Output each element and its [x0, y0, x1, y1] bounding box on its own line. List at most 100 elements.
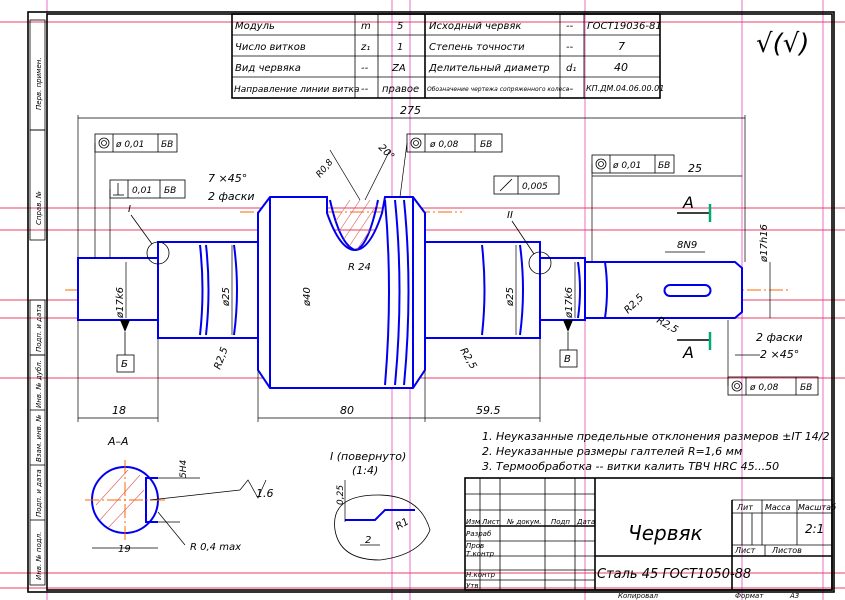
param-name: Число витков	[235, 42, 306, 53]
datum-b: Б	[121, 359, 128, 370]
tb-material: Сталь 45 ГОСТ1050-88	[597, 567, 751, 582]
dim-d-end: ø17h16	[759, 224, 770, 263]
param-sym: --	[361, 84, 369, 95]
param-val2: КП.ДМ.04.06.00.01	[586, 84, 664, 93]
tolerance-frames: ø 0,01 БВ 0,01 БВ ø 0,08 БВ 0,005 ø 0,01…	[94, 133, 819, 396]
dimension-lines	[77, 115, 771, 422]
dim-key-width: 8N9	[677, 240, 697, 251]
tb-col-list: Лист	[481, 518, 501, 526]
dim-r-left: R2,5	[212, 346, 230, 371]
strip-text-3: Подп. и дата	[35, 304, 43, 352]
section-rough: 1.6	[256, 487, 274, 500]
tol-3b: БВ	[480, 140, 492, 150]
dim-left-len: 18	[112, 404, 126, 417]
params-rows: Модуль m 5 Исходный червяк -- ГОСТ19036-…	[234, 21, 664, 95]
note-3: 3. Термообработка -- витки калить ТВЧ HR…	[482, 460, 779, 473]
section-a-a: А–А 19 5Н4 1.6 R 0,4 max	[85, 435, 274, 555]
tb-col-izm: Изм	[466, 518, 481, 526]
tb-scale-val: 2:1	[805, 522, 824, 536]
param-val2: 7	[618, 40, 625, 53]
param-val: правое	[382, 84, 419, 95]
tol-1: ø 0,01	[115, 140, 144, 150]
tol-6: ø 0,08	[749, 383, 779, 393]
tb-kopiroval: Копировал	[618, 592, 659, 600]
param-sym2: d₁	[566, 63, 576, 74]
dim-chamfer2b: 2 ×45°	[760, 348, 799, 361]
tb-nkontr: Н.контр	[466, 571, 496, 579]
section-a-bottom: А	[682, 343, 694, 362]
callout-i: I	[128, 204, 131, 215]
param-sym: z₁	[360, 42, 370, 53]
callout-ii: II	[507, 210, 513, 221]
section-title: А–А	[107, 435, 129, 448]
dim-r-tooth: R 24	[348, 262, 371, 273]
dim-d-shaft-left: ø25	[221, 287, 232, 307]
strip-text-5: Взам. инв. №	[35, 414, 43, 462]
param-val2: 40	[614, 61, 628, 74]
param-name: Вид червяка	[235, 63, 301, 74]
param-name2: Обозначение чертежа сопряженного колеса	[427, 86, 570, 93]
tol-2: 0,01	[132, 186, 152, 196]
tol-1b: БВ	[161, 140, 173, 150]
tb-col-sign: Подп	[551, 518, 570, 526]
param-sym2: --	[566, 21, 574, 32]
tol-4: 0,005	[522, 182, 548, 192]
dim-d-shaft-right: ø25	[505, 287, 516, 307]
note-1: 1. Неуказанные предельные отклонения раз…	[482, 430, 829, 443]
tol-3: ø 0,08	[429, 140, 459, 150]
datum-v: В	[564, 354, 571, 365]
worm-part	[77, 196, 743, 389]
dim-r-top: R0,8	[315, 158, 336, 180]
tb-sheet: Лист	[734, 546, 756, 555]
detail-h: 0,25	[336, 485, 346, 505]
tol-6b: БВ	[800, 383, 812, 393]
param-name: Модуль	[235, 21, 275, 32]
tol-5: ø 0,01	[612, 161, 641, 171]
param-val: ZA	[391, 63, 406, 74]
detail-r: R1	[394, 516, 411, 532]
tb-lit: Лит	[736, 503, 753, 512]
strip-text-2: Справ. №	[35, 191, 43, 225]
side-strip: Перв. примен. Справ. № Подп. и дата Инв.…	[29, 19, 46, 586]
note-2: 2. Неуказанные размеры галтелей R=1,6 мм	[482, 445, 742, 458]
tb-sheets: Листов	[771, 546, 802, 555]
param-sym: m	[361, 21, 371, 32]
section-width: 19	[118, 544, 131, 555]
param-sym2: --	[566, 84, 574, 95]
detail-w: 2	[365, 535, 371, 546]
tb-format-val: А3	[789, 592, 799, 600]
detail-title: I (повернуто)	[330, 450, 406, 463]
dim-chamfer1b: 2 фаски	[208, 190, 254, 203]
param-val: 5	[397, 21, 403, 32]
dim-total-length: 275	[400, 104, 421, 117]
outer-frame	[27, 11, 835, 593]
dim-key-len: 25	[688, 162, 702, 175]
strip-text-6: Подп. и дата	[35, 469, 43, 517]
datum-marks: Б В I II А А	[116, 193, 712, 373]
params-table	[231, 13, 661, 99]
tb-part-name: Червяк	[628, 521, 703, 545]
tb-prov: Пров	[466, 542, 484, 550]
section-a-top: А	[682, 193, 694, 212]
dim-angle: 20°	[376, 142, 396, 162]
tb-tkontr: Т.контр	[466, 550, 495, 558]
strip-text-7: Инв. № подл.	[35, 532, 43, 580]
dim-mid-len: 80	[340, 404, 354, 417]
title-block: Изм Лист № докум. Подп Дата Разраб Пров …	[464, 477, 836, 600]
tb-col-doc: № докум.	[506, 518, 542, 526]
param-sym2: --	[566, 42, 574, 53]
dim-d-main: ø40	[302, 287, 313, 307]
detail-scale: (1:4)	[352, 464, 378, 477]
section-depth: 5Н4	[179, 460, 189, 478]
strip-text-4: Инв. № дубл.	[35, 360, 43, 408]
tb-mass: Масса	[765, 503, 791, 512]
param-sym: --	[361, 63, 369, 74]
dim-chamfer1: 7 ×45°	[208, 172, 247, 185]
section-radius: R 0,4 max	[190, 542, 241, 553]
tb-col-date: Дата	[576, 518, 595, 526]
param-name2: Исходный червяк	[429, 21, 521, 32]
tol-5b: БВ	[658, 161, 670, 171]
technical-notes: 1. Неуказанные предельные отклонения раз…	[482, 430, 829, 473]
dim-right-len: 59.5	[476, 404, 501, 417]
